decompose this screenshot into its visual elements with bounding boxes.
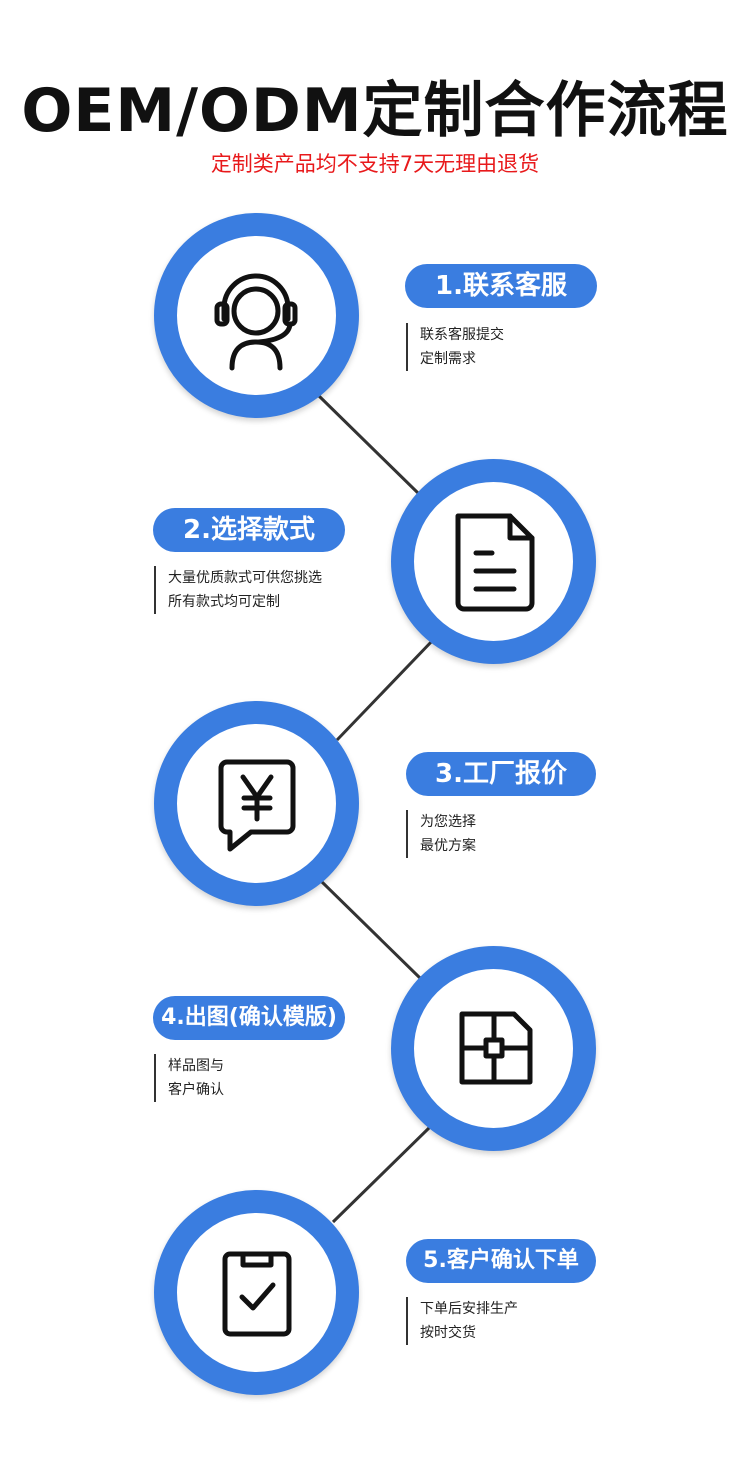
document-icon (455, 513, 535, 612)
connector-line-2-3 (335, 638, 435, 742)
step-3-line-2: 最优方案 (420, 838, 476, 854)
step-4-line-1: 样品图与 (168, 1058, 224, 1074)
step-2-ring (391, 459, 596, 664)
step-3-title: 3.工厂报价 (406, 752, 596, 796)
step-1-title: 1.联系客服 (405, 264, 597, 308)
step-5-line-2: 按时交货 (420, 1325, 476, 1341)
step-4-description: 样品图与 客户确认 (154, 1054, 224, 1102)
customer-service-icon (214, 273, 298, 371)
step-1-description: 联系客服提交 定制需求 (406, 323, 504, 371)
step-5-ring (154, 1190, 359, 1395)
step-1-ring (154, 213, 359, 418)
step-3-description: 为您选择 最优方案 (406, 810, 476, 858)
connector-line-4-5 (331, 1125, 432, 1224)
page-title: OEM/ODM定制合作流程 (21, 76, 729, 146)
step-5-description: 下单后安排生产 按时交货 (406, 1297, 518, 1345)
step-2-title: 2.选择款式 (153, 508, 345, 552)
step-5-line-1: 下单后安排生产 (420, 1301, 518, 1317)
step-1-line-1: 联系客服提交 (420, 327, 504, 343)
step-2-line-2: 所有款式均可定制 (168, 594, 280, 610)
step-2-description: 大量优质款式可供您挑选 所有款式均可定制 (154, 566, 322, 614)
step-3-line-1: 为您选择 (420, 814, 476, 830)
yen-quote-icon (218, 759, 296, 852)
connector-line-1-2 (316, 393, 420, 495)
step-4-title: 4.出图(确认模版) (153, 996, 345, 1040)
step-2-line-1: 大量优质款式可供您挑选 (168, 570, 322, 586)
step-3-ring (154, 701, 359, 906)
step-4-ring (391, 946, 596, 1151)
layout-template-icon (459, 1011, 533, 1085)
clipboard-check-icon (222, 1251, 292, 1337)
step-1-line-2: 定制需求 (420, 351, 476, 367)
connector-line-3-4 (320, 880, 422, 980)
step-5-title: 5.客户确认下单 (406, 1239, 596, 1283)
step-4-line-2: 客户确认 (168, 1082, 224, 1098)
notice-subtitle: 定制类产品均不支持7天无理由退货 (210, 152, 540, 176)
